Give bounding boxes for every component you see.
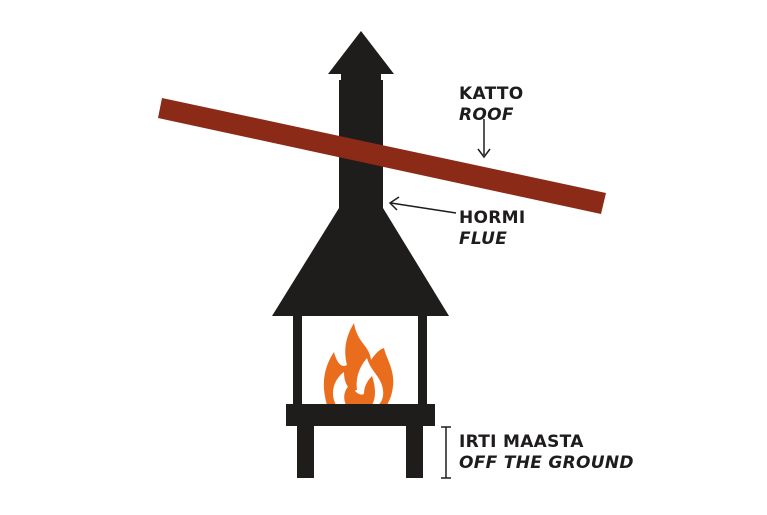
ground-clearance-bracket — [441, 426, 451, 479]
post-right — [418, 314, 427, 406]
ground-label-fi: IRTI MAASTA — [459, 432, 584, 452]
roof-arrow — [477, 119, 491, 159]
flue-label: HORMI FLUE — [459, 208, 526, 250]
chimney-cap — [328, 31, 394, 74]
roof-label-fi: KATTO — [459, 84, 524, 104]
ground-label-en: OFF THE GROUND — [459, 453, 634, 473]
cap-support — [341, 73, 381, 81]
post-left — [293, 314, 302, 406]
leg-right — [406, 425, 423, 478]
flue-label-fi: HORMI — [459, 208, 526, 228]
flue-label-en: FLUE — [459, 229, 508, 249]
hearth-plate — [286, 404, 435, 426]
leg-left — [297, 425, 314, 478]
roof-slab — [158, 98, 606, 214]
flame — [323, 323, 394, 405]
ground-label: IRTI MAASTA OFF THE GROUND — [459, 432, 634, 474]
copyright-credit: © METSÄHALLITUS — [322, 472, 376, 478]
roof-label: KATTO ROOF — [459, 84, 524, 126]
flue-arrow — [388, 196, 457, 214]
hood — [272, 208, 449, 316]
roof-label-en: ROOF — [459, 105, 514, 125]
